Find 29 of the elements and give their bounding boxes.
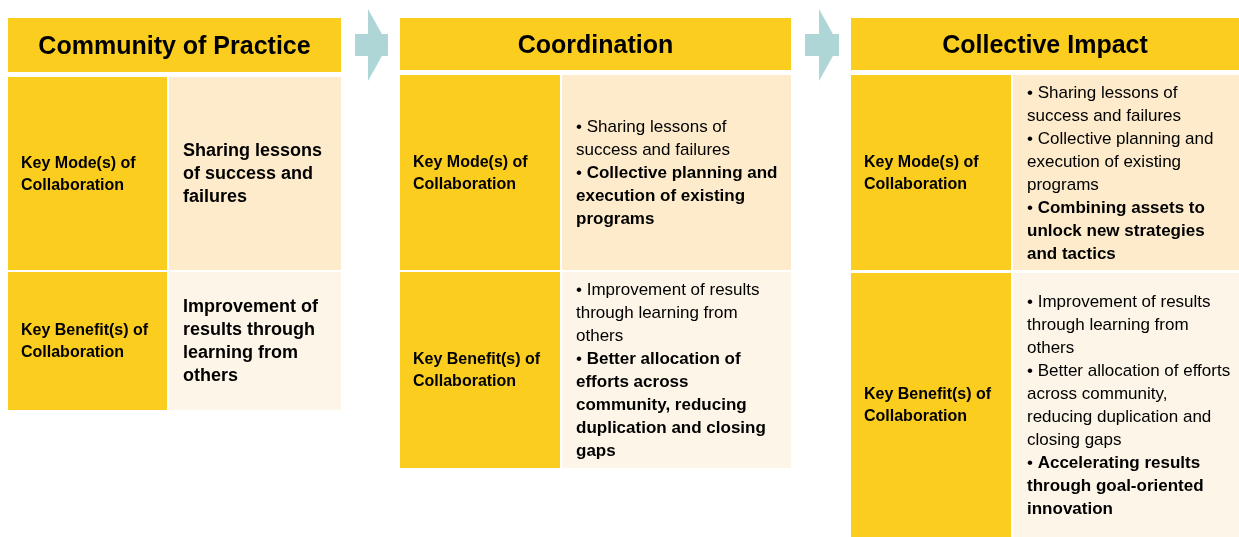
table-cell-background xyxy=(562,272,791,468)
block-arrow xyxy=(805,9,839,81)
row-heading-cell: Key Mode(s) of Collaboration xyxy=(8,77,167,270)
bullet-text: • Sharing lessons of success and failures xyxy=(1027,81,1183,127)
bullet-text: • Collective planning and execution of existing programs xyxy=(1027,127,1215,196)
column-header: Community of Practice xyxy=(8,18,341,72)
bullet-text: • Better allocation of efforts across community, reducing duplication and closing gaps xyxy=(576,348,767,462)
row-heading-cell: Key Mode(s) of Collaboration xyxy=(400,75,560,270)
block-arrow xyxy=(355,9,388,81)
bullet-text: • Sharing lessons of success and failures xyxy=(576,116,732,161)
row-heading-cell: Key Benefit(s) of Collaboration xyxy=(851,273,1011,537)
bullet-text: • Collective planning and execution of existing programs xyxy=(576,162,779,230)
row-heading-cell: Key Mode(s) of Collaboration xyxy=(851,75,1011,270)
table-cell-background xyxy=(1013,273,1239,537)
row-heading-cell: Key Benefit(s) of Collaboration xyxy=(400,272,560,468)
table-cell-background xyxy=(169,272,341,410)
bullet-text: • Improvement of results through learning from others xyxy=(576,279,761,347)
bullet-text: • Accelerating results through goal-oriented innovation xyxy=(1027,452,1205,520)
table-cell-background xyxy=(169,77,341,270)
table-cell-background xyxy=(1013,75,1239,270)
table-cell-background xyxy=(562,75,791,270)
cell-text: Improvement of results through learning from others xyxy=(183,295,320,387)
cell-text: Sharing lessons of success and failures xyxy=(183,139,324,208)
column-header: Coordination xyxy=(400,18,791,70)
bullet-text: • Better allocation of efforts across community, reducing duplication and closing gaps xyxy=(1027,360,1231,451)
bullet-text: • Combining assets to unlock new strategies and tactics xyxy=(1027,196,1206,265)
row-heading-cell: Key Benefit(s) of Collaboration xyxy=(8,272,167,410)
bullet-text: • Improvement of results through learning from others xyxy=(1027,291,1212,359)
column-header: Collective Impact xyxy=(851,18,1239,70)
